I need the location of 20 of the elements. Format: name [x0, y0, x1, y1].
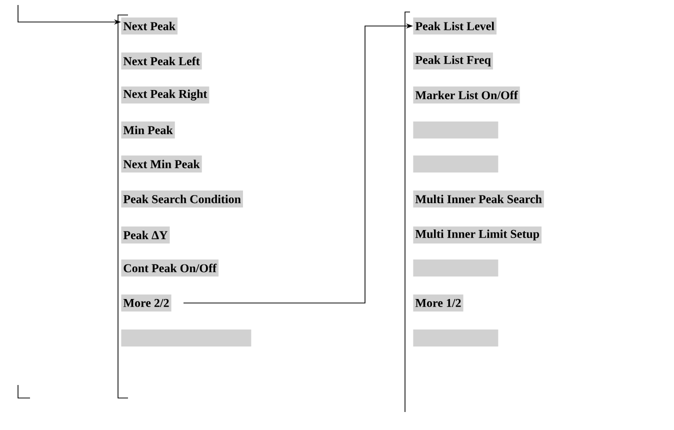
blank-softkey-box — [413, 156, 498, 172]
softkey-box: Peak ΔY — [121, 226, 170, 244]
softkey-box: Multi Inner Peak Search — [413, 190, 544, 208]
softkey-box: More 1/2 — [413, 294, 464, 312]
softkey-box: Marker List On/Off — [413, 86, 520, 104]
softkey-box: Cont Peak On/Off — [121, 260, 219, 276]
softkey-box: Peak List Level — [413, 18, 497, 34]
blank-softkey-box — [413, 260, 498, 276]
softkey-box: Peak List Freq — [413, 52, 493, 70]
blank-softkey-box — [413, 330, 498, 346]
softkey-box: Next Peak Left — [121, 52, 202, 70]
softkey-box: Min Peak — [121, 122, 175, 138]
softkey-box: Next Peak — [121, 18, 178, 34]
softkey-box: Peak Search Condition — [121, 190, 243, 208]
softkey-box: More 2/2 — [121, 294, 172, 312]
softkey-box: Next Peak Right — [121, 86, 210, 104]
softkey-box: Multi Inner Limit Setup — [413, 226, 542, 244]
softkey-box: Next Min Peak — [121, 156, 202, 172]
blank-softkey-box — [121, 330, 252, 346]
blank-softkey-box — [413, 122, 498, 138]
